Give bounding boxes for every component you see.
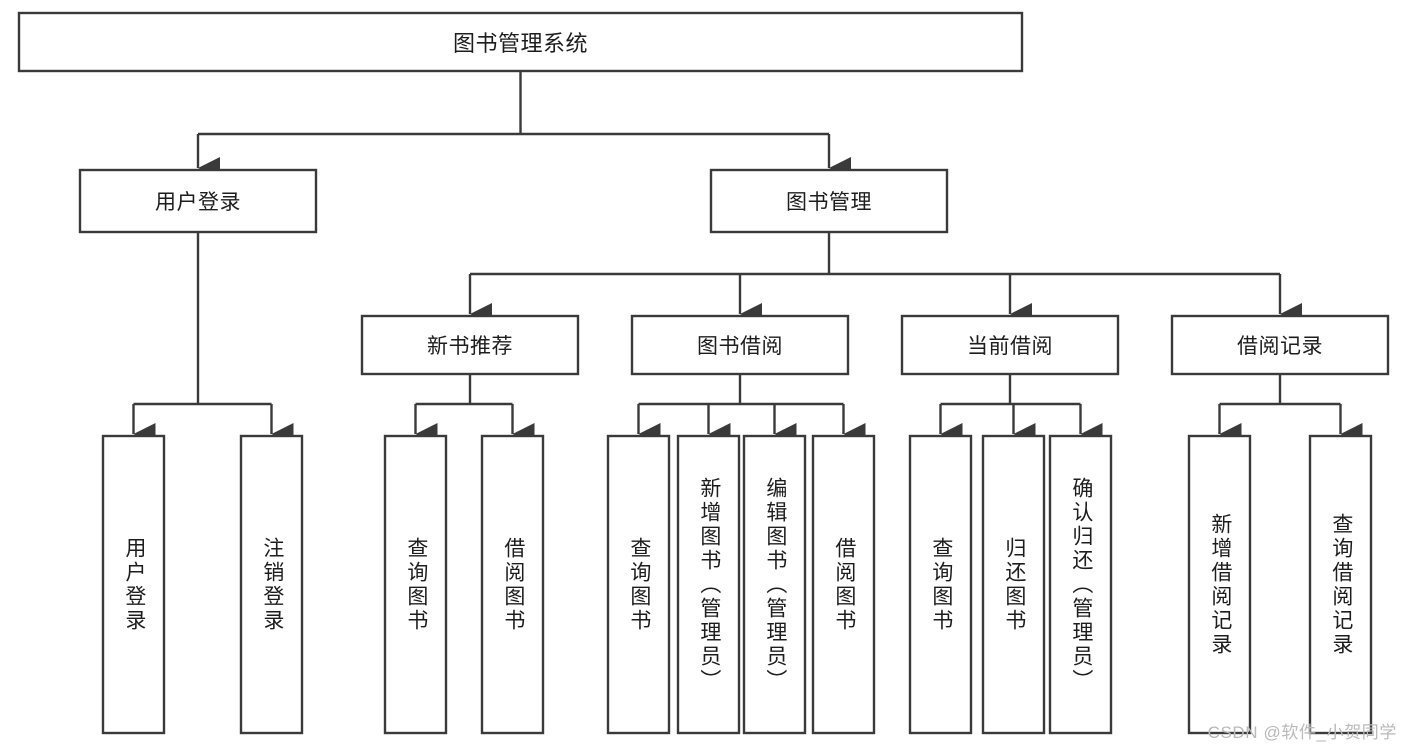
node-当前借阅-box-l3-2[interactable]: [900, 314, 1120, 376]
node-查询借阅记录-leaf-box-12[interactable]: [1308, 434, 1373, 735]
node-新书推荐-box-l3-0[interactable]: [360, 314, 580, 376]
node-编辑图书管理员-leaf-box-6[interactable]: [742, 434, 807, 735]
node-查询图书-leaf-box-2[interactable]: [383, 434, 448, 735]
node-新增借阅记录-leaf-box-11[interactable]: [1187, 434, 1252, 735]
node-用户登录-leaf-box-0[interactable]: [101, 434, 166, 735]
node-新增图书管理员-leaf-box-5[interactable]: [676, 434, 741, 735]
node-借阅图书-leaf-box-3[interactable]: [480, 434, 545, 735]
node-图书借阅-box-l3-1[interactable]: [630, 314, 850, 376]
node-确认归还管理员-leaf-box-10[interactable]: [1048, 434, 1113, 735]
root-node-box[interactable]: [17, 11, 1024, 73]
node-借阅图书-leaf-box-7[interactable]: [811, 434, 876, 735]
connector-layer: [132, 71, 1363, 445]
node-图书管理-box-l2-1[interactable]: [709, 168, 949, 234]
node-box-layer: [17, 11, 1390, 735]
node-注销登录-leaf-box-1[interactable]: [239, 434, 304, 735]
node-用户登录-box-l2-0[interactable]: [78, 168, 318, 234]
node-查询图书-leaf-box-4[interactable]: [606, 434, 671, 735]
node-查询图书-leaf-box-8[interactable]: [908, 434, 973, 735]
node-借阅记录-box-l3-3[interactable]: [1170, 314, 1390, 376]
node-归还图书-leaf-box-9[interactable]: [981, 434, 1046, 735]
